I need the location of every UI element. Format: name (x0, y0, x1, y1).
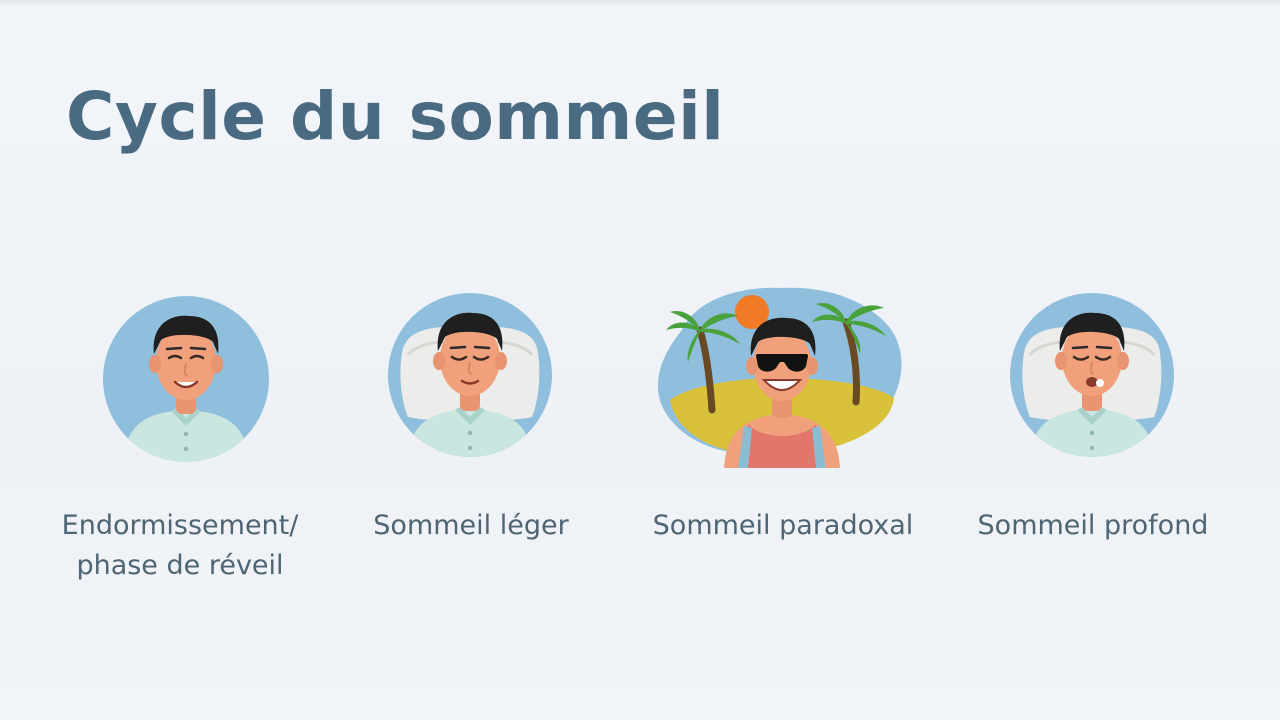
stage-label-line: Sommeil paradoxal (652, 510, 914, 541)
stage-label-paradoxal: Sommeil paradoxal (613, 506, 953, 546)
beach-dream-icon (657, 287, 902, 468)
awake-man-icon (103, 296, 269, 462)
stage-label-line: Sommeil profond (977, 510, 1209, 541)
stage-label-endormissement: Endormissement/ phase de réveil (30, 506, 330, 586)
stage-label-profond: Sommeil profond (943, 506, 1243, 546)
light-sleep-icon (388, 293, 552, 457)
stage-label-line: Endormissement/ (61, 510, 299, 541)
stage-label-leger: Sommeil léger (321, 506, 621, 546)
stage-label-line: Sommeil léger (373, 510, 569, 541)
stage-label-line: phase de réveil (76, 550, 284, 581)
deep-sleep-icon (1010, 293, 1174, 457)
top-edge (0, 0, 1280, 6)
page-title: Cycle du sommeil (66, 78, 725, 155)
